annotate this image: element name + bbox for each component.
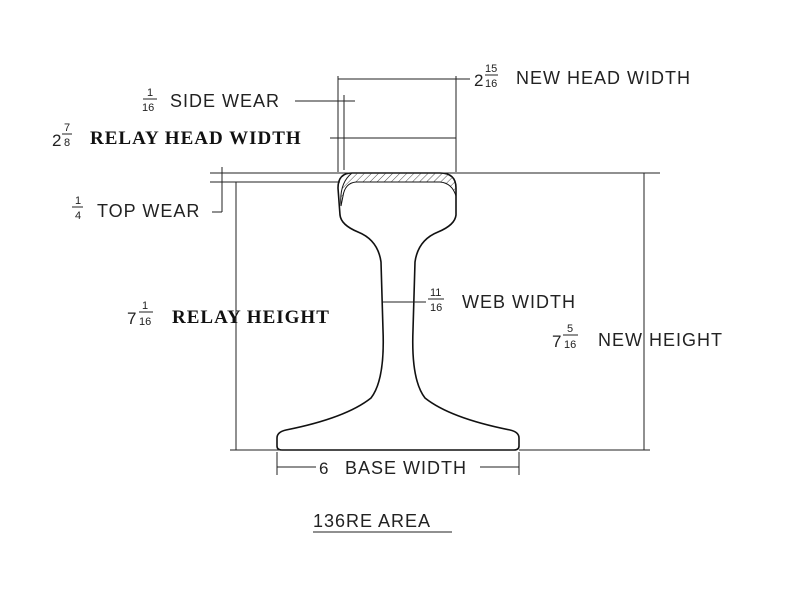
rail-profile [276, 172, 520, 451]
svg-text:6: 6 [319, 459, 328, 478]
svg-text:16: 16 [139, 316, 151, 328]
new-height-label: 7 5 16 NEW HEIGHT [552, 323, 723, 351]
svg-text:16: 16 [142, 102, 154, 114]
svg-text:7: 7 [552, 332, 561, 351]
caption: 136RE AREA [313, 511, 452, 533]
svg-text:5: 5 [567, 323, 573, 335]
svg-text:1: 1 [142, 300, 148, 312]
svg-text:SIDE WEAR: SIDE WEAR [170, 91, 280, 111]
svg-text:7: 7 [127, 309, 136, 328]
svg-text:BASE WIDTH: BASE WIDTH [345, 458, 467, 478]
svg-text:NEW HEIGHT: NEW HEIGHT [598, 330, 723, 350]
top-wear-label: 1 4 TOP WEAR [72, 195, 200, 222]
svg-text:7: 7 [64, 122, 70, 134]
svg-text:1: 1 [75, 195, 81, 207]
base-width-label: 6 BASE WIDTH [319, 458, 467, 478]
new-head-width-label: 2 15 16 NEW HEAD WIDTH [474, 63, 691, 90]
svg-text:1: 1 [147, 87, 153, 99]
svg-text:16: 16 [430, 302, 442, 314]
web-width-label: 11 16 WEB WIDTH [428, 287, 576, 314]
svg-text:RELAY HEIGHT: RELAY HEIGHT [172, 307, 330, 328]
svg-text:136RE AREA: 136RE AREA [313, 511, 431, 531]
svg-text:WEB WIDTH: WEB WIDTH [462, 292, 576, 312]
rail-outline [276, 172, 520, 451]
dimension-lines [210, 76, 660, 475]
svg-text:16: 16 [564, 339, 576, 351]
side-wear-label: 1 16 SIDE WEAR [142, 87, 280, 114]
relay-head-width-label: 2 7 8 RELAY HEAD WIDTH [52, 122, 302, 150]
svg-text:11: 11 [430, 287, 441, 299]
svg-text:15: 15 [485, 63, 497, 75]
svg-text:16: 16 [485, 78, 497, 90]
svg-text:RELAY HEAD WIDTH: RELAY HEAD WIDTH [90, 128, 302, 149]
svg-text:NEW HEAD WIDTH: NEW HEAD WIDTH [516, 68, 691, 88]
svg-text:4: 4 [75, 210, 81, 222]
head-wear-hatch [340, 172, 457, 207]
relay-height-label: 7 1 16 RELAY HEIGHT [127, 300, 330, 328]
svg-text:8: 8 [64, 137, 70, 149]
svg-text:2: 2 [52, 131, 61, 150]
svg-text:2: 2 [474, 71, 483, 90]
svg-text:TOP WEAR: TOP WEAR [97, 201, 200, 221]
